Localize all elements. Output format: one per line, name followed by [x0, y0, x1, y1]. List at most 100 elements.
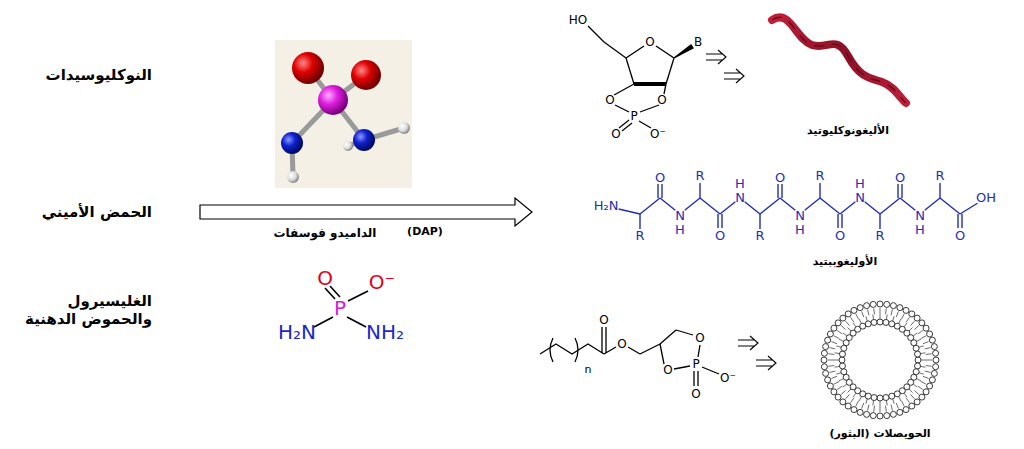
vesicle: [828, 365, 834, 367]
nucleoside-bonds: [640, 105, 659, 112]
peptide-bonds: [805, 198, 820, 210]
vesicle: [831, 376, 837, 378]
caption-label: الأوليغوببتيد: [813, 255, 877, 268]
vesicle: [913, 333, 917, 336]
peptide-bonds: [717, 214, 718, 228]
vesicle: [933, 350, 939, 356]
lipid-bonds: [575, 338, 578, 362]
ball-and-stick-model: [351, 60, 381, 90]
dap-bonds: [348, 291, 368, 301]
atom-label: O⁻: [720, 371, 736, 385]
nucleoside-bonds: [588, 26, 693, 131]
double-arrow: [738, 336, 758, 350]
vesicle: [825, 337, 831, 343]
peptide-bonds: [961, 214, 962, 228]
vesicle: [911, 321, 915, 325]
vesicle: [828, 353, 834, 355]
ball-and-stick-model: [292, 52, 324, 84]
vesicle: [923, 342, 929, 344]
vesicle: [931, 370, 937, 376]
vesicle: [837, 386, 842, 389]
atom-label: N: [915, 208, 925, 224]
vesicle: [884, 413, 890, 419]
vesicle: [901, 401, 904, 406]
vesicle: [859, 397, 861, 401]
peptide-bonds: [661, 184, 662, 198]
vesicle: [839, 379, 843, 381]
hollow-arrow: [200, 198, 532, 226]
vesicle: [843, 333, 847, 336]
vesicle: [914, 399, 920, 405]
vesicle: [853, 323, 856, 327]
atom-label: O: [835, 228, 845, 244]
vesicle: [925, 348, 931, 349]
vesicle: [857, 409, 863, 415]
atom-label: P: [692, 357, 699, 371]
ball-and-stick-model: [275, 40, 412, 188]
lipid-bonds: [660, 344, 664, 364]
peptide-bonds: [897, 184, 898, 198]
atom-label: O: [617, 337, 626, 351]
peptide-bonds: [721, 214, 722, 228]
vesicle: [893, 316, 895, 321]
nucleoside-bonds: [674, 45, 693, 58]
atom-label: R: [815, 168, 824, 184]
peptide-bonds: [940, 198, 960, 214]
vesicle: [841, 391, 845, 395]
peptide-bonds: [960, 203, 977, 214]
vesicle: [897, 305, 903, 311]
double-arrow: [706, 50, 726, 64]
double-arrow: [756, 356, 776, 370]
vesicle: [847, 327, 851, 331]
vesicle: [899, 319, 901, 323]
vesicle: [927, 331, 933, 337]
nucleoside-bonds: [614, 84, 634, 95]
lipid-bonds: [550, 338, 553, 362]
atom-label: N: [855, 190, 865, 206]
lipid-bonds: [604, 347, 616, 354]
vesicle: [862, 403, 864, 409]
vesicle: [877, 413, 883, 419]
vesicle: [919, 373, 924, 375]
vesicle: [880, 314, 881, 319]
dap-bonds: [314, 286, 368, 327]
vesicle: [914, 315, 920, 321]
nucleoside-bonds: [656, 46, 674, 58]
peptide-bonds: [720, 202, 735, 214]
vesicle: [866, 399, 868, 404]
vesicle: [834, 360, 839, 361]
vesicle: [868, 310, 869, 316]
vesicle: [870, 301, 876, 307]
peptide-bonds: [820, 198, 840, 214]
vesicle: [903, 307, 909, 313]
peptide-bonds: [660, 198, 675, 210]
vesicle: [929, 377, 935, 383]
peptide-bonds: [619, 209, 640, 214]
vesicle: [856, 401, 859, 406]
vesicle: [872, 315, 874, 320]
vesicle: [831, 389, 837, 395]
vesicle: [877, 301, 883, 307]
hollow-arrow: [200, 198, 532, 226]
vesicle: [836, 373, 841, 375]
vesicle: [877, 395, 883, 401]
vesicle: [850, 317, 853, 322]
vesicle: [918, 330, 923, 333]
caption-label: النوكليوسيدات: [46, 66, 152, 84]
vesicle: [859, 319, 861, 323]
double-arrow: [706, 50, 726, 64]
vesicle: [917, 339, 921, 341]
lipid-bonds: [702, 367, 719, 374]
vesicle: [873, 308, 875, 314]
vesicle: [835, 352, 840, 354]
atom-label: O: [657, 93, 666, 107]
peptide-bonds: [685, 198, 700, 210]
vesicle: [896, 311, 898, 317]
atom-label: H: [795, 222, 805, 238]
vesicle: [891, 310, 892, 316]
vesicle: [906, 317, 909, 322]
vesicle: [890, 303, 896, 309]
vesicle: [931, 344, 937, 350]
caption-label: الغليسيرول والحموض الدهنية: [10, 292, 152, 328]
vesicle: [889, 393, 895, 399]
